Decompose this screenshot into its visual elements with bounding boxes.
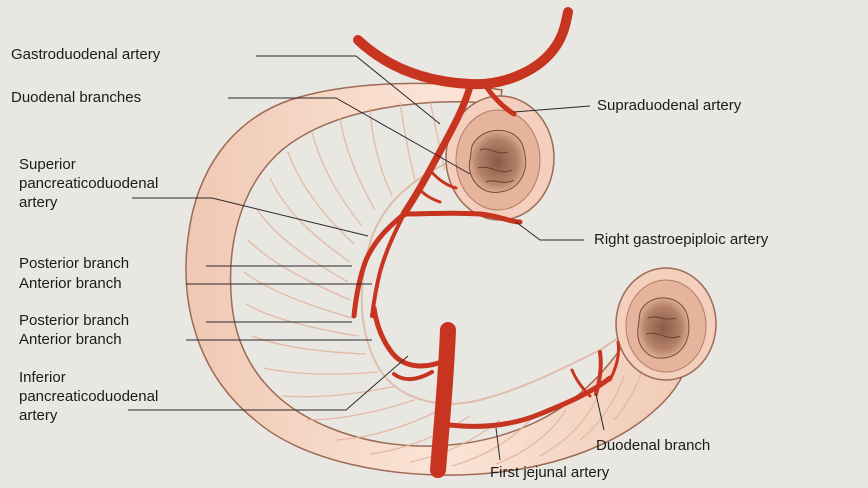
label-duodenal-branches: Duodenal branches	[11, 89, 141, 107]
label-superior-pd-line3: artery	[19, 194, 57, 212]
label-first-jejunal-artery: First jejunal artery	[490, 464, 609, 482]
label-anterior-branch-lower: Anterior branch	[19, 331, 122, 349]
label-inferior-pd-line2: pancreaticoduodenal	[19, 388, 158, 406]
label-right-gastroepiploic-artery: Right gastroepiploic artery	[594, 231, 768, 249]
label-inferior-pd-line1: Inferior	[19, 369, 66, 387]
label-duodenal-branch: Duodenal branch	[596, 437, 710, 455]
label-superior-pd-line1: Superior	[19, 156, 76, 174]
label-posterior-branch-lower: Posterior branch	[19, 312, 129, 330]
label-posterior-branch-upper: Posterior branch	[19, 255, 129, 273]
label-anterior-branch-upper: Anterior branch	[19, 275, 122, 293]
distal-duodenum-cut-end	[616, 268, 716, 380]
label-gastroduodenal-artery: Gastroduodenal artery	[11, 46, 160, 64]
label-superior-pd-line2: pancreaticoduodenal	[19, 175, 158, 193]
superior-mesenteric-artery-vessel	[438, 330, 448, 470]
label-inferior-pd-line3: artery	[19, 407, 57, 425]
label-supraduodenal-artery: Supraduodenal artery	[597, 97, 741, 115]
